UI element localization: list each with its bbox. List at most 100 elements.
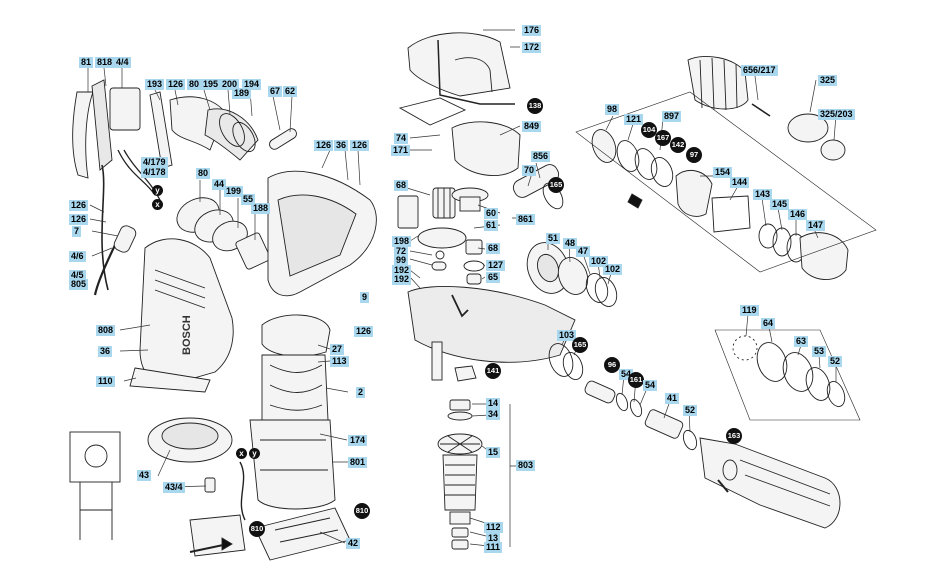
part-label-126-f: 126 (354, 326, 374, 337)
cable-sleeve (113, 225, 137, 253)
part-label-44: 44 (212, 179, 227, 190)
stator-cap (261, 314, 331, 357)
oring-54a (615, 392, 629, 412)
ring-52b (826, 381, 846, 407)
part-label-70: 70 (522, 165, 537, 176)
part-label-64: 64 (761, 318, 776, 329)
part-label-48: 48 (563, 238, 578, 249)
handle-vents (154, 269, 206, 309)
part-label-154: 154 (713, 167, 733, 178)
side-cover-110 (129, 367, 211, 393)
washer-99 (431, 261, 447, 271)
part-label-121: 121 (624, 114, 644, 125)
part-label-325-203: 325/203 (818, 109, 855, 120)
ring-102b (594, 277, 618, 307)
part-label-2: 2 (356, 387, 366, 398)
gearbox-tube (431, 341, 443, 381)
striker (584, 380, 616, 404)
part-label-51: 51 (546, 233, 561, 244)
bearing-lines (437, 188, 451, 218)
ring-121 (616, 140, 640, 172)
ring-163 (722, 459, 738, 481)
part-label-102-b: 102 (603, 264, 623, 275)
side-handle (72, 91, 94, 179)
gear-60-body (459, 196, 481, 212)
gear-51-inner (537, 253, 559, 283)
part-label-98: 98 (605, 104, 620, 115)
part-label-112: 112 (484, 522, 503, 533)
part-label-81: 81 (79, 57, 94, 68)
part-label-7: 7 (72, 226, 82, 237)
marker-y-2: y (249, 448, 260, 459)
oring-54b (629, 398, 643, 418)
pin-62 (269, 128, 297, 150)
part-label-198: 198 (392, 236, 412, 247)
part-label-147: 147 (806, 220, 826, 231)
washer-34 (447, 411, 473, 421)
ring-102a (585, 273, 609, 303)
gear-base-inner (161, 422, 219, 450)
callout-163: 163 (726, 428, 742, 444)
part-label-199: 199 (224, 186, 244, 197)
part-label-126-c: 126 (350, 140, 370, 151)
part-label-176: 176 (522, 25, 542, 36)
ring-98 (591, 129, 617, 163)
callout-97: 97 (686, 147, 702, 163)
callout-167: 167 (655, 130, 671, 146)
boot-rib (219, 113, 245, 147)
balls-119 (732, 335, 758, 361)
marker-x-2: x (236, 448, 247, 459)
gear-large (417, 227, 467, 249)
callout-165: 165 (548, 177, 564, 193)
cable-y (239, 461, 246, 521)
part-label-53: 53 (812, 346, 827, 357)
part-label-80: 80 (187, 79, 202, 90)
part-label-61: 61 (484, 220, 499, 231)
pin-65 (466, 273, 482, 285)
barrel-ring-103 (548, 343, 574, 377)
assembly-frame-upper (575, 91, 877, 273)
part-label-68-b: 68 (486, 243, 501, 254)
part-label-192: 192 (392, 265, 412, 276)
part-label-62: 62 (283, 86, 298, 97)
part-label-861: 861 (516, 214, 536, 225)
schematic-motor (84, 444, 108, 468)
base-pin (204, 477, 216, 493)
part-label-171: 171 (391, 145, 411, 156)
callout-810-b: 810 (249, 521, 265, 537)
part-label-102: 102 (589, 256, 609, 267)
callout-161: 161 (628, 372, 644, 388)
ring-64 (756, 342, 788, 382)
chuck-325 (787, 113, 829, 143)
barrel-ring-165 (562, 352, 584, 380)
brand-logo-text: BOSCH (181, 315, 193, 355)
part-label-43: 43 (137, 470, 152, 481)
handle-grip-part (91, 79, 113, 171)
part-label-52: 52 (683, 405, 698, 416)
schematic-lines (79, 482, 113, 540)
handle-housing (139, 238, 234, 386)
part-label-127: 127 (486, 260, 506, 271)
callout-142: 142 (670, 137, 686, 153)
part-label-188: 188 (251, 203, 271, 214)
part-label-126: 126 (166, 79, 186, 90)
part-label-200: 200 (220, 79, 240, 90)
sleeve-154 (675, 169, 713, 217)
stator-windings (269, 364, 323, 411)
gearbox-main-housing (407, 286, 576, 363)
lower-housing-rib (260, 439, 328, 471)
ring-127 (463, 260, 485, 272)
boot-rib-2 (232, 121, 256, 153)
ring-53 (805, 367, 831, 401)
callout-96: 96 (604, 357, 620, 373)
switch-block (109, 87, 141, 131)
fan-blades (440, 435, 480, 453)
screw-656 (751, 103, 771, 117)
part-label-808: 808 (96, 325, 116, 336)
part-label-119: 119 (740, 305, 759, 316)
bearing-111 (451, 539, 469, 550)
part-label-113: 113 (330, 356, 349, 367)
part-label-36: 36 (334, 140, 349, 151)
callout-138: 138 (527, 98, 543, 114)
part-label-195: 195 (201, 79, 221, 90)
